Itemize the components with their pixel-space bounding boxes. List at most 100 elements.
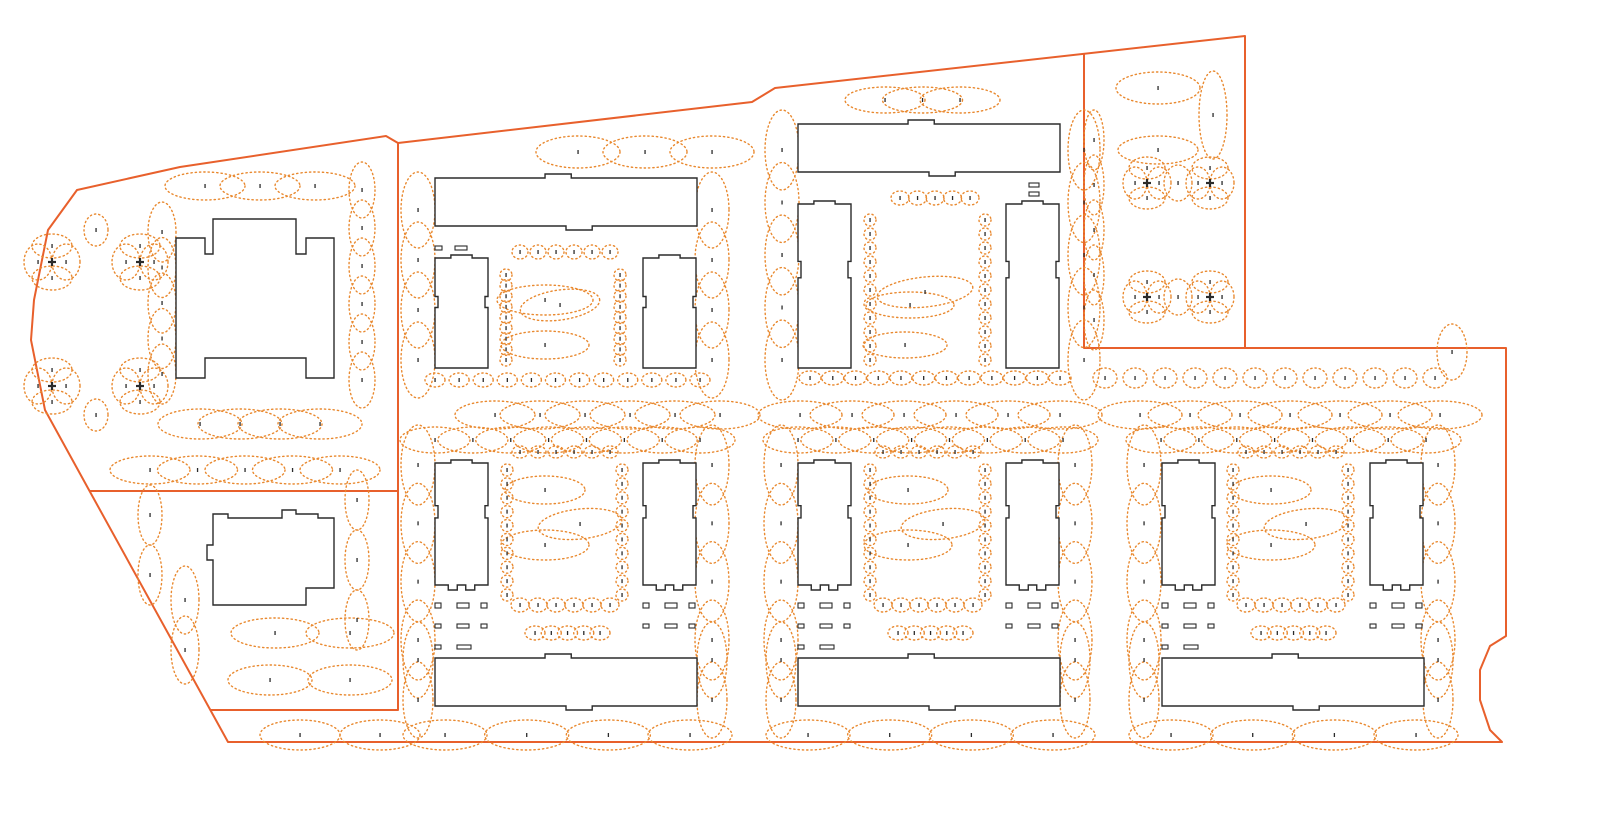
parking-stall-mark	[843, 623, 851, 629]
tree-trunk-mark	[591, 250, 593, 254]
tree-trunk-mark	[907, 543, 909, 547]
tree-trunk-mark	[854, 376, 857, 380]
tree-trunk-mark	[555, 250, 557, 254]
tree-canopy	[910, 445, 928, 459]
tree-trunk-mark	[125, 384, 127, 388]
tree-trunk-mark	[1146, 310, 1148, 314]
tree-canopy	[589, 400, 671, 430]
tree-trunk-mark	[1437, 658, 1439, 662]
parking-stall-mark	[664, 623, 678, 629]
tree-canopy	[1212, 367, 1238, 389]
tree-canopy	[344, 589, 370, 651]
tree-trunk-mark	[51, 244, 53, 248]
tree-trunk-mark	[1143, 658, 1145, 662]
tree-canopy	[911, 370, 936, 386]
tree-trunk-mark	[184, 648, 186, 652]
parking-stall-mark	[688, 623, 696, 629]
tree-trunk-mark	[534, 631, 536, 635]
tree-trunk-mark	[1232, 495, 1234, 500]
tree-trunk-mark	[609, 450, 611, 454]
tree-canopy	[170, 565, 200, 635]
tree-trunk-mark	[161, 336, 163, 341]
tree-canopy	[529, 244, 547, 260]
tree-trunk-mark	[259, 184, 261, 188]
tree-canopy	[139, 367, 169, 405]
tree-canopy	[978, 311, 992, 325]
tree-canopy	[863, 532, 877, 547]
tree-trunk-mark	[781, 305, 783, 310]
tree-trunk-mark	[1415, 733, 1417, 737]
tree-canopy	[1420, 482, 1456, 565]
tree-canopy	[535, 135, 621, 169]
tree-trunk-mark	[291, 468, 294, 472]
tree-canopy	[1420, 424, 1456, 506]
tree-trunk-mark	[472, 438, 474, 442]
tree-trunk-mark	[1292, 631, 1295, 635]
tree-trunk-mark	[584, 413, 586, 417]
parking-stall-mark	[642, 602, 650, 609]
tree-trunk-mark	[1317, 450, 1319, 454]
tree-canopy	[499, 400, 581, 430]
tree-canopy	[540, 625, 562, 641]
tree-canopy	[863, 560, 877, 574]
tree-canopy	[865, 291, 955, 319]
tree-canopy	[757, 400, 843, 430]
tree-trunk-mark	[711, 658, 713, 662]
tree-trunk-mark	[274, 631, 276, 635]
tree-canopy	[227, 664, 313, 696]
building-slab	[434, 653, 698, 711]
tree-canopy	[1226, 463, 1240, 477]
tree-trunk-mark	[1232, 481, 1234, 486]
tree-trunk-mark	[984, 302, 986, 306]
tree-canopy	[838, 426, 910, 454]
tree-canopy	[978, 283, 992, 297]
tree-trunk-mark	[711, 208, 713, 212]
tree-trunk-mark	[954, 450, 956, 454]
parking-stall-mark	[797, 623, 805, 629]
parking-stall-mark	[1207, 623, 1215, 629]
tree-canopy	[1067, 109, 1101, 191]
tree-trunk-mark	[1157, 86, 1159, 90]
tree-trunk-mark	[984, 523, 986, 528]
tree-trunk-mark	[781, 358, 783, 362]
tree-canopy	[204, 455, 286, 485]
tree-canopy	[626, 426, 698, 454]
tree-trunk-mark	[139, 276, 141, 280]
tree-trunk-mark	[869, 468, 871, 472]
tree-canopy	[1122, 367, 1148, 389]
tree-trunk-mark	[244, 468, 246, 472]
tree-canopy	[798, 370, 822, 386]
tree-trunk-mark	[530, 378, 533, 382]
tree-trunk-mark	[1083, 358, 1085, 362]
tree-canopy	[1297, 400, 1383, 430]
tree-canopy	[1048, 370, 1072, 386]
tree-trunk-mark	[918, 450, 920, 454]
tree-trunk-mark	[621, 551, 623, 556]
tree-canopy	[588, 426, 660, 454]
tree-canopy	[881, 86, 964, 114]
tree-trunk-mark	[51, 368, 53, 372]
tree-trunk-mark	[494, 413, 496, 417]
tree-trunk-mark	[1347, 495, 1349, 500]
parking-stall-mark	[480, 602, 488, 609]
tree-trunk-mark	[1245, 450, 1247, 454]
tree-trunk-mark	[51, 276, 53, 280]
parking-stall-mark	[642, 623, 650, 629]
tree-trunk-mark	[1059, 376, 1061, 380]
tree-trunk-mark	[417, 658, 419, 662]
tree-canopy	[565, 445, 583, 459]
tree-canopy	[348, 313, 376, 371]
parking-stall-mark	[1051, 623, 1059, 629]
tree-trunk-mark	[1263, 603, 1265, 607]
tree-trunk-mark	[835, 438, 837, 442]
tree-canopy	[147, 201, 177, 263]
tree-canopy	[1010, 719, 1096, 751]
tree-canopy	[1352, 426, 1424, 454]
tree-trunk-mark	[555, 450, 557, 454]
building-southwest	[206, 509, 335, 606]
tree-canopy	[863, 463, 877, 477]
tree-trunk-mark	[1146, 166, 1148, 170]
parking-stall-mark	[1027, 602, 1041, 609]
tree-trunk-mark	[585, 438, 588, 442]
parking-stall-mark	[454, 245, 468, 251]
